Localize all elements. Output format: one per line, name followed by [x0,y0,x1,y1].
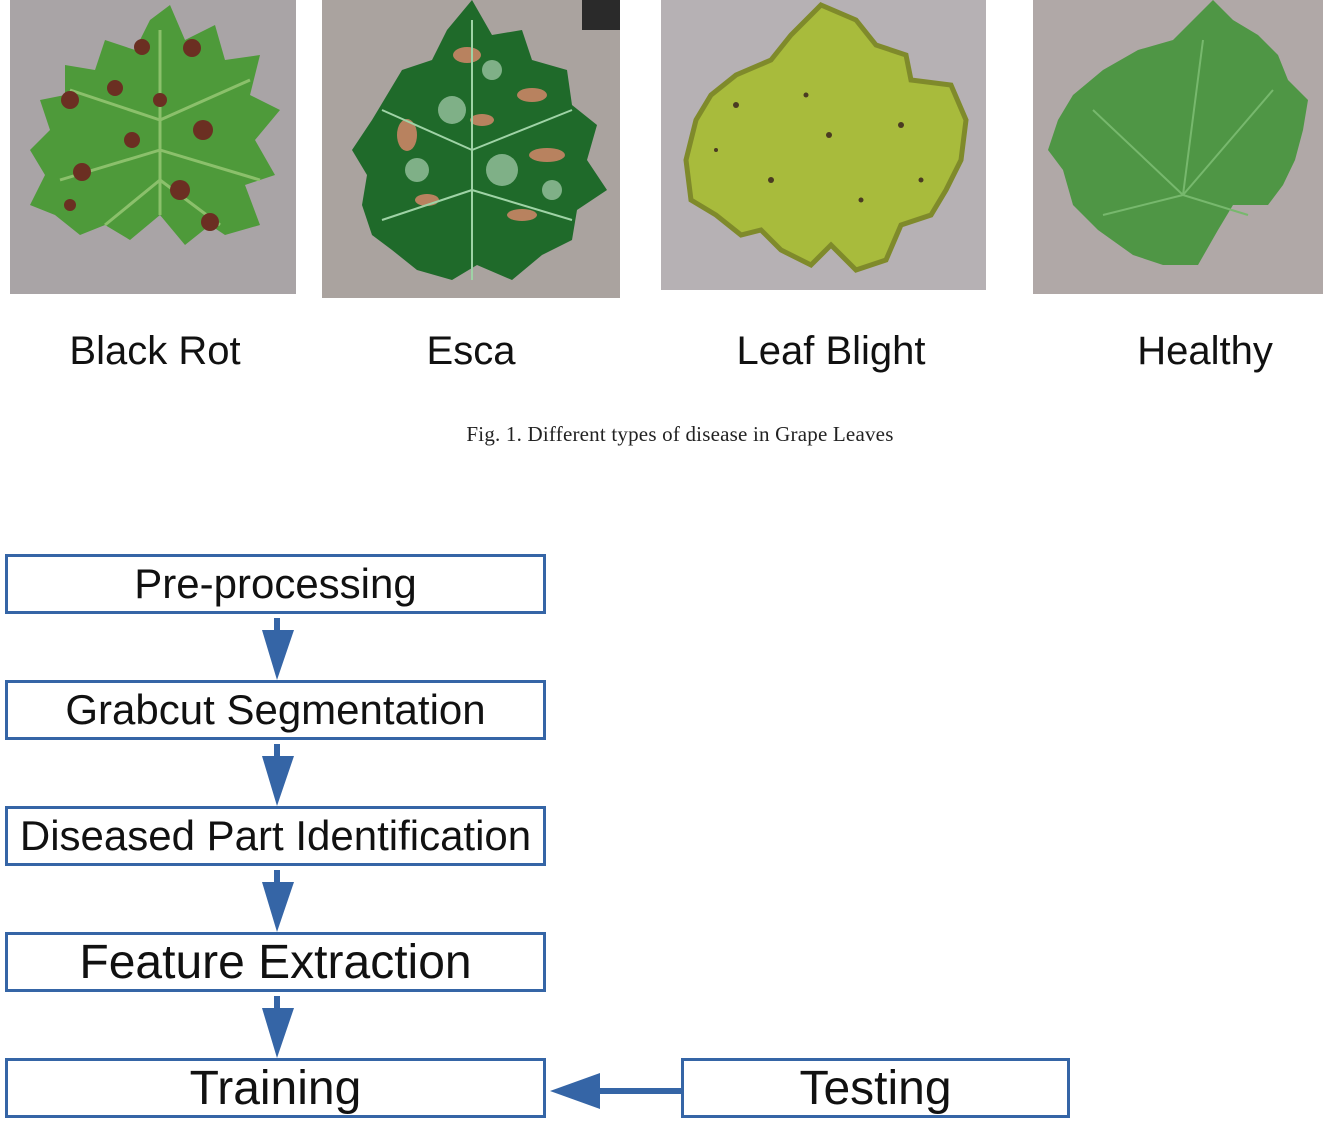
flow-step-grabcut-segmentation: Grabcut Segmentation [5,680,546,740]
flow-step-testing: Testing [681,1058,1070,1118]
esca-photo [322,0,620,298]
black-rot-photo [10,0,296,294]
flow-step-diseased-part-identification: Diseased Part Identification [5,806,546,866]
healthy-photo [1033,0,1323,294]
flow-step-preprocessing: Pre-processing [5,554,546,614]
panel-label-healthy: Healthy [1137,329,1273,373]
panel-label-black-rot: Black Rot [69,329,241,373]
leaf-blight-photo [661,0,986,290]
flow-step-training: Training [5,1058,546,1118]
figure-caption: Fig. 1. Different types of disease in Gr… [466,422,894,446]
panel-label-leaf-blight: Leaf Blight [736,329,926,373]
panel-label-esca: Esca [426,329,516,373]
flow-step-feature-extraction: Feature Extraction [5,932,546,992]
